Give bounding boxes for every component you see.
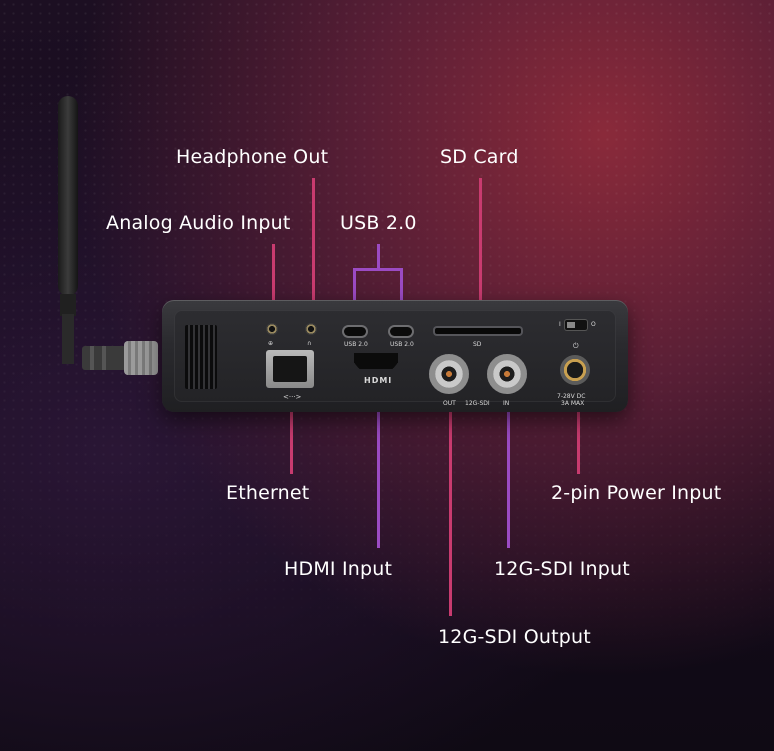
analog-audio-jack	[266, 323, 278, 335]
leader-usb-stem	[377, 244, 380, 270]
leader-sdi-output	[449, 402, 452, 616]
leader-sdi-input	[507, 402, 510, 548]
label-sdi-input: 12G-SDI Input	[494, 558, 630, 580]
leader-ethernet	[290, 408, 293, 474]
leader-hdmi	[377, 392, 380, 548]
power-rating-line2: 3A MAX	[561, 400, 585, 407]
usb-port-left	[344, 327, 366, 336]
label-usb: USB 2.0	[340, 212, 417, 234]
leader-sd-card	[479, 178, 482, 318]
power-connector	[560, 355, 590, 385]
label-analog-audio-input: Analog Audio Input	[106, 212, 291, 234]
usb-right-marking: USB 2.0	[390, 341, 414, 348]
ethernet-symbol: <···>	[283, 393, 302, 401]
label-headphone-out: Headphone Out	[176, 146, 329, 168]
power-symbol: ⏻	[573, 342, 579, 350]
headphone-symbol: ∩	[307, 340, 312, 347]
power-rating-line1: 7-28V DC	[557, 393, 586, 400]
antenna-connector	[82, 341, 158, 375]
leader-usb-right	[400, 268, 403, 320]
device-rear-panel: ⊕ ∩ <···> USB 2.0 USB 2.0 HDMI SD OUT 12…	[162, 300, 628, 412]
hdmi-marking: HDMI	[364, 376, 393, 385]
usb-left-marking: USB 2.0	[344, 341, 368, 348]
power-switch	[565, 320, 587, 330]
leader-power	[577, 400, 580, 474]
switch-off-marking: I	[559, 321, 561, 328]
leader-usb-bar	[353, 268, 403, 271]
label-ethernet: Ethernet	[226, 482, 310, 504]
label-sdi-output: 12G-SDI Output	[438, 626, 591, 648]
bnc-in-marking: IN	[503, 400, 510, 407]
headphone-jack	[305, 323, 317, 335]
label-hdmi-input: HDMI Input	[284, 558, 393, 580]
label-power-input: 2-pin Power Input	[551, 482, 722, 504]
usb-port-right	[390, 327, 412, 336]
vent-grille	[185, 325, 217, 389]
sd-card-slot	[435, 328, 521, 334]
audio-in-symbol: ⊕	[268, 340, 274, 347]
leader-analog-audio	[272, 244, 275, 306]
bnc-out-marking: OUT	[443, 400, 456, 407]
hdmi-port	[354, 353, 398, 369]
label-sd-card: SD Card	[440, 146, 519, 168]
ethernet-port	[266, 350, 314, 388]
switch-on-marking: O	[591, 321, 596, 328]
wifi-antenna	[58, 96, 78, 364]
sd-marking: SD	[473, 341, 482, 348]
sdi-input-bnc	[487, 354, 527, 394]
sdi-output-bnc	[429, 354, 469, 394]
bnc-12gsdi-marking: 12G-SDI	[465, 400, 490, 407]
leader-usb-left	[353, 268, 356, 320]
leader-headphone-out	[312, 178, 315, 306]
